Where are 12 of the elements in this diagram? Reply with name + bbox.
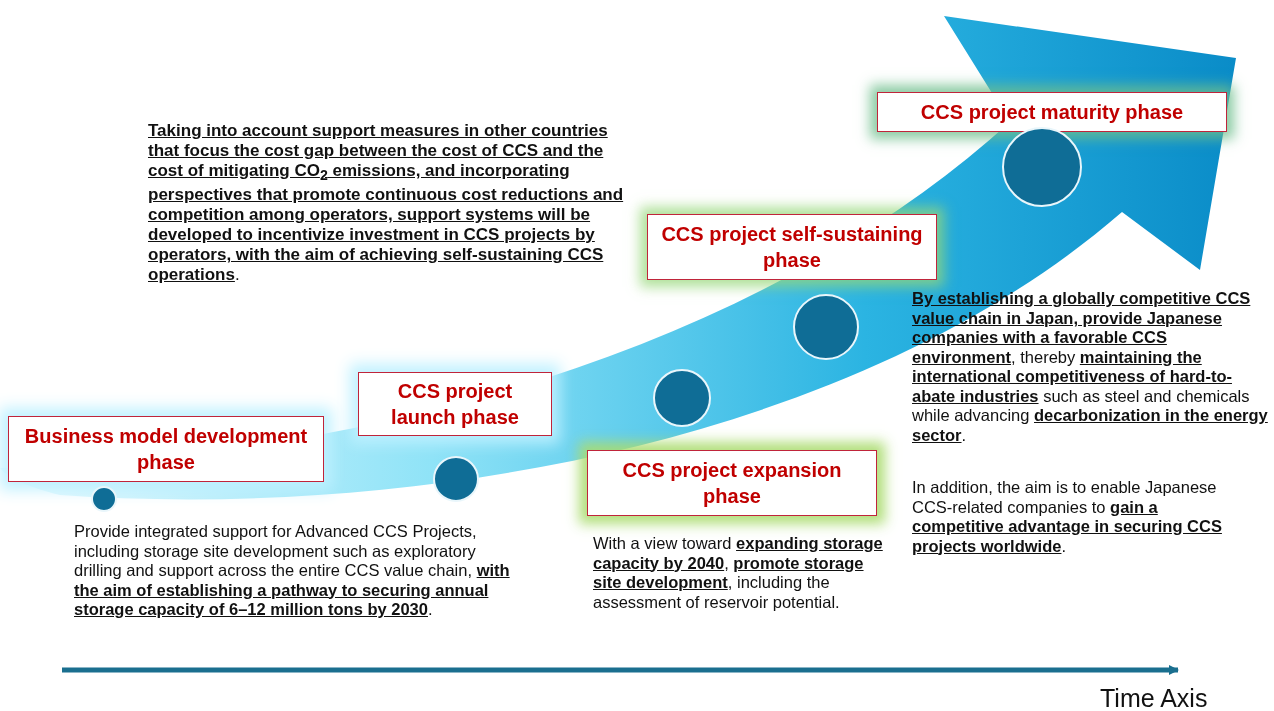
phase-label-box: CCS project expansion phase bbox=[587, 450, 877, 516]
phase-label-box: Business model development phase bbox=[8, 416, 324, 482]
description-text: In addition, the aim is to enable Japanese CCS-related companies to gain a competitive advantage in securing CCS projects worldwide. bbox=[912, 478, 1223, 556]
phase-label-box: CCS project self-sustaining phase bbox=[647, 214, 937, 280]
phase-label-box: CCS project launch phase bbox=[358, 372, 552, 436]
milestone-circle bbox=[91, 486, 117, 512]
description-text: With a view toward expanding storage capacity by 2040, promote storage site development, including the assessment of reservoir potential. bbox=[593, 534, 883, 612]
milestone-circle bbox=[433, 456, 479, 502]
phase-label-box: CCS project maturity phase bbox=[877, 92, 1227, 132]
description-text: Provide integrated support for Advanced CCS Projects, including storage site development such as exploratory drilling and support across the entire CCS value chain, with the aim of establishing a pathway to securing annual storage capacity of 6–12 million tons by 2030. bbox=[74, 522, 511, 620]
description-text: Taking into account support measures in other countries that focus the cost gap between the cost of CCS and the cost of mitigating CO$_{2}$ emissions, and incorporating perspectives that promote continuous cost reductions and competition among operators, support systems will be developed to incentivize investment in CCS projects by operators, with the aim of achieving self-sustaining CCS operations. bbox=[148, 121, 625, 286]
axis-label: Time Axis bbox=[1100, 684, 1209, 711]
